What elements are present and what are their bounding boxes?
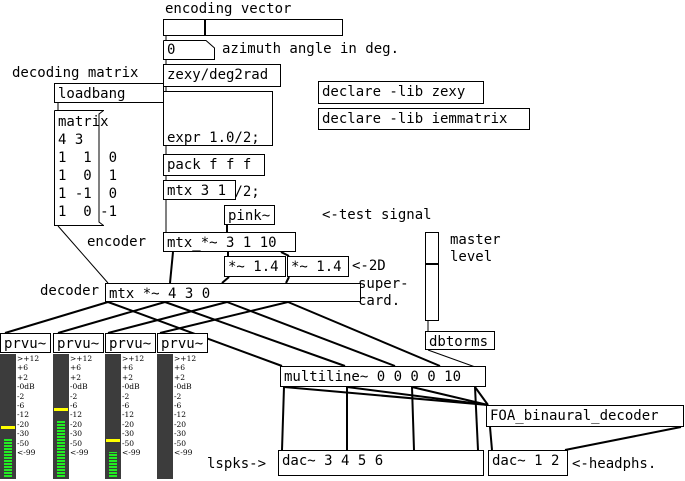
vu-scale-3: >+12 +6 +2 -0dB -2 -6 -12 -20 -30 -50 <-…: [122, 354, 145, 458]
matrix-row: 1 0 -1: [58, 204, 118, 220]
master-level-slider[interactable]: [425, 232, 439, 321]
object-prvu-2[interactable]: prvu~: [53, 333, 104, 353]
comment-2d: <-2D: [352, 258, 386, 274]
object-multiline[interactable]: multiline~ 0 0 0 0 10: [280, 366, 486, 387]
comment-level: level: [450, 249, 493, 265]
object-prvu-1[interactable]: prvu~: [0, 333, 51, 353]
number-box-frame: [163, 40, 215, 60]
comment-test-signal: <-test signal: [322, 207, 432, 223]
vu-meter-1: [0, 354, 16, 479]
object-mtx-mul-encoder[interactable]: mtx_*~ 3 1 10: [163, 232, 296, 252]
vu-meter-4: [157, 354, 173, 479]
object-dac-speakers[interactable]: dac~ 3 4 5 6: [278, 450, 484, 476]
vu-level-fill: [57, 421, 65, 477]
comment-card: card.: [358, 293, 401, 309]
vu-meter-2: [53, 354, 69, 479]
comment-headphs: <-headphs.: [572, 456, 657, 472]
object-dbtorms[interactable]: dbtorms: [425, 331, 495, 350]
message-frame: [54, 110, 104, 226]
thin-connections: [57, 36, 479, 369]
comment-decoding-matrix: decoding matrix: [12, 65, 139, 81]
object-declare-iemmatrix[interactable]: declare -lib iemmatrix: [318, 108, 530, 130]
object-pack[interactable]: pack f f f: [163, 154, 265, 176]
object-loadbang[interactable]: loadbang: [54, 83, 164, 103]
comment-decoder: decoder: [40, 283, 100, 299]
azimuth-number-box[interactable]: 0: [163, 40, 215, 60]
object-zexy-deg2rad[interactable]: zexy/deg2rad: [163, 64, 281, 87]
comment-super: super-: [358, 276, 409, 292]
matrix-dims: 4 3: [58, 132, 84, 148]
encoding-vector-slider[interactable]: [163, 19, 343, 36]
object-mul-b[interactable]: *~ 1.4: [287, 256, 349, 277]
vu-scale-4: >+12 +6 +2 -0dB -2 -6 -12 -20 -30 -50 <-…: [174, 354, 197, 458]
slider-handle[interactable]: [426, 263, 438, 265]
comment-lspks: lspks->: [207, 456, 267, 472]
vu-scale-1: >+12 +6 +2 -0dB -2 -6 -12 -20 -30 -50 <-…: [17, 354, 40, 458]
slider-handle[interactable]: [204, 20, 206, 35]
object-dac-headphones[interactable]: dac~ 1 2: [488, 450, 568, 476]
matrix-row: 1 -1 0: [58, 186, 118, 202]
matrix-message[interactable]: matrix 4 3 1 1 0 1 0 1 1 -1 0 1 0 -1: [54, 110, 117, 226]
comment-encoding-vector: encoding vector: [165, 1, 292, 17]
object-foa-binaural-decoder[interactable]: FOA_binaural_decoder: [486, 405, 684, 427]
vu-peak-indicator: [106, 439, 120, 442]
matrix-row: 1 0 1: [58, 168, 118, 184]
object-mtx-mul-decoder[interactable]: mtx_*~ 4 3 0: [105, 283, 361, 302]
vu-meter-3: [105, 354, 121, 479]
object-expr[interactable]: expr 1.0/2; cos($f1)/2; sin($f1)/2: [163, 91, 273, 254]
object-prvu-4[interactable]: prvu~: [157, 333, 208, 353]
vu-peak-indicator: [1, 426, 15, 429]
object-declare-zexy[interactable]: declare -lib zexy: [318, 81, 484, 104]
comment-azimuth: azimuth angle in deg.: [222, 41, 400, 57]
object-mtx[interactable]: mtx 3 1: [163, 180, 236, 200]
expr-line-1: expr 1.0/2;: [167, 130, 260, 146]
signal-connections: [4, 225, 682, 451]
vu-level-fill: [4, 439, 12, 477]
vu-scale-2: >+12 +6 +2 -0dB -2 -6 -12 -20 -30 -50 <-…: [70, 354, 93, 458]
matrix-row: 1 1 0: [58, 150, 118, 166]
comment-master: master: [450, 232, 501, 248]
object-prvu-3[interactable]: prvu~: [105, 333, 156, 353]
vu-peak-indicator: [54, 408, 68, 411]
object-mul-a[interactable]: *~ 1.4: [224, 256, 286, 277]
vu-level-fill: [109, 452, 117, 477]
comment-encoder: encoder: [87, 234, 147, 250]
object-pink[interactable]: pink~: [224, 205, 275, 225]
matrix-header: matrix: [58, 114, 109, 130]
number-box-value: 0: [167, 42, 176, 58]
